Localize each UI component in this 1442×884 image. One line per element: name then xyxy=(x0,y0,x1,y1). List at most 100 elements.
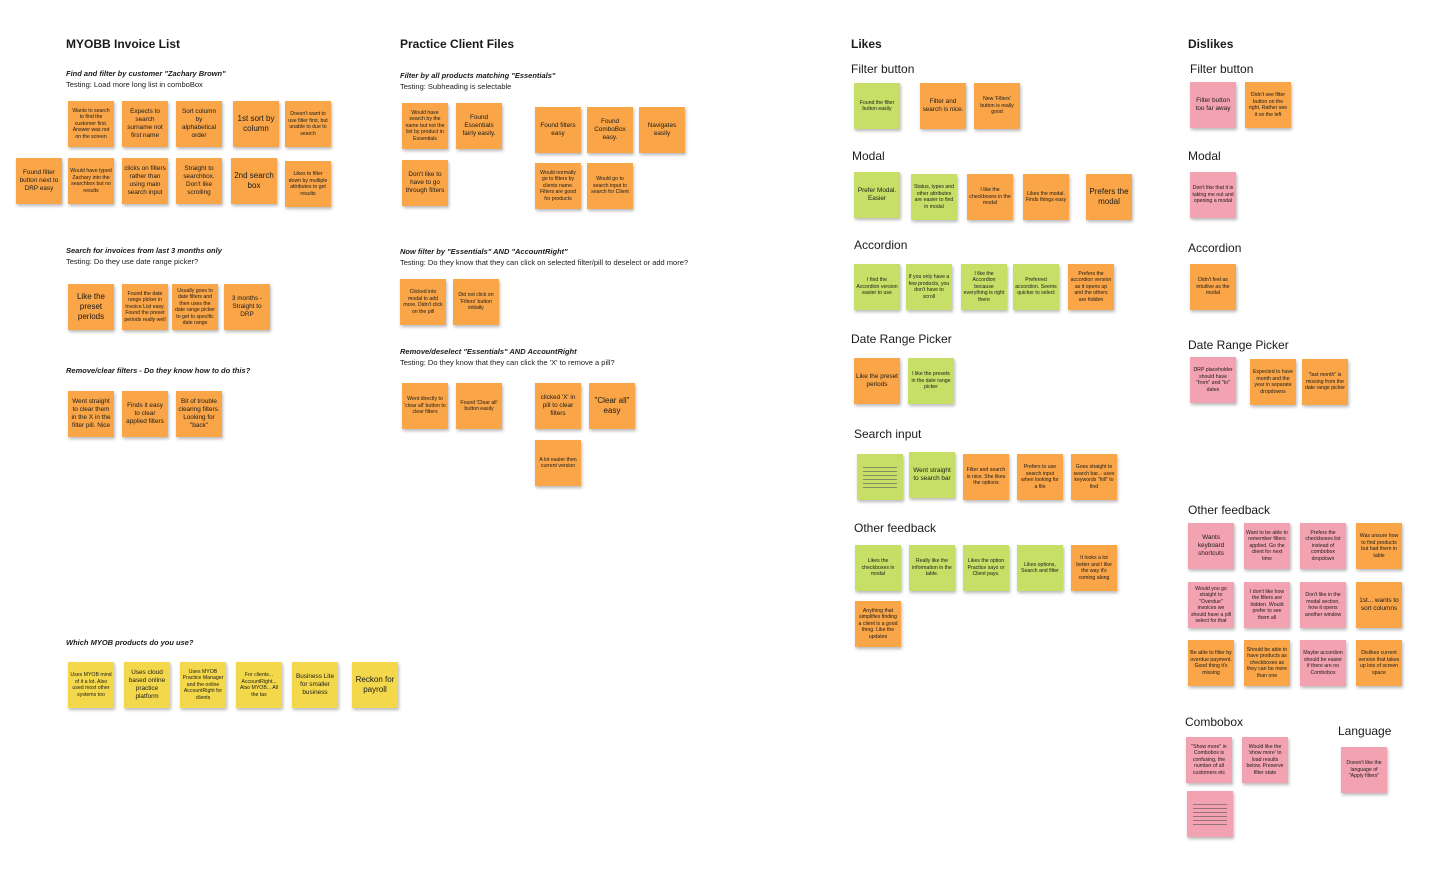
sticky-note: 2nd search box xyxy=(231,158,277,204)
task-title: Filter by all products matching "Essenti… xyxy=(400,71,556,80)
sticky-note: Usually goes to date filters and then us… xyxy=(172,284,218,330)
task-subtitle: Testing: Do they know that they can clic… xyxy=(400,258,689,267)
sticky-note: Found the filter button easily xyxy=(854,83,900,129)
sticky-note: Don't like in the modal section, how it … xyxy=(1300,582,1346,628)
sticky-note: Prefers to use search input when looking… xyxy=(1017,454,1063,500)
sticky-note: Expects to search surname not first name xyxy=(122,101,168,147)
sticky-note: Was unsure how to find products but had … xyxy=(1356,523,1402,569)
task-subtitle: Testing: Load more long list in comboBox xyxy=(66,80,203,89)
sticky-note: Prefer Modal. Easier xyxy=(854,172,900,218)
sticky-note: Don't like that it is taking me out and … xyxy=(1190,172,1236,218)
sticky-note: Goes straight to search bar... uses keyw… xyxy=(1071,454,1117,500)
sticky-note: 1st... wants to sort columns xyxy=(1356,582,1402,628)
sticky-note: Maybe accordion should be easier if ther… xyxy=(1300,640,1346,686)
category-title: Search input xyxy=(854,427,922,441)
sticky-note: Should be able to have products as check… xyxy=(1244,640,1290,686)
sticky-note: Found filter button next to DRP easy xyxy=(16,158,62,204)
task-title: Now filter by "Essentials" AND "AccountR… xyxy=(400,247,568,256)
section-title-invoice-list: MYOBB Invoice List xyxy=(66,37,181,51)
category-title: Modal xyxy=(1188,149,1221,163)
sticky-note: Business Lite for smaller business xyxy=(292,662,338,708)
sticky-note: Wants to search to find the customer fir… xyxy=(68,101,114,147)
sticky-note: clicks on filters rather than using main… xyxy=(122,158,168,204)
sticky-note: Doesn't like the language of "Apply filt… xyxy=(1341,747,1387,793)
sticky-note: Filter and search is nice. She likes the… xyxy=(963,454,1009,500)
sticky-note: Found ComboBox easy. xyxy=(587,107,633,153)
task-title: Which MYOB products do you use? xyxy=(66,638,194,647)
sticky-note: Uses MYOB Practice Manager and the onlin… xyxy=(180,662,226,708)
sticky-note: I find the Accordion version easier to u… xyxy=(854,264,900,310)
sticky-note: Status, types and other attributes are e… xyxy=(911,174,957,220)
sticky-note: Uses MYOB mind of it a lot. Also used mo… xyxy=(68,662,114,708)
sticky-note: "last month" is missing from the date ra… xyxy=(1302,359,1348,405)
sticky-note: Went directly to 'clear all' button to c… xyxy=(402,383,448,429)
sticky-note: Would have typed Zachary into the search… xyxy=(68,158,114,204)
sticky-note xyxy=(1187,791,1233,837)
sticky-note: 1st sort by column xyxy=(233,101,279,147)
category-title: Other feedback xyxy=(1188,503,1271,517)
sticky-note: Would normally go to filters by clients … xyxy=(535,163,581,209)
sticky-note: I like the checkboxes in the modal xyxy=(967,174,1013,220)
task-title: Find and filter by customer "Zachary Bro… xyxy=(66,69,226,78)
sticky-note: I like the presets in the date range pic… xyxy=(908,358,954,404)
category-title: Date Range Picker xyxy=(1188,338,1289,352)
sticky-note: Didn't see filter button on the right. R… xyxy=(1245,82,1291,128)
sticky-note: Found filters easy xyxy=(535,107,581,153)
sticky-note: Want to be able to remember filters appl… xyxy=(1244,523,1290,569)
sticky-note: Went straight to search bar xyxy=(909,452,955,498)
task-title: Search for invoices from last 3 months o… xyxy=(66,246,222,255)
sticky-note: Found Essentials fairly easily. xyxy=(456,103,502,149)
category-title: Filter button xyxy=(1190,62,1254,76)
sticky-note: Uses cloud based online practice platfor… xyxy=(124,662,170,708)
sticky-note: Be able to filter by overdue payment. Go… xyxy=(1188,640,1234,686)
sticky-note xyxy=(857,454,903,500)
sticky-note: Wants keyboard shortcuts xyxy=(1188,523,1234,569)
category-title: Filter button xyxy=(851,62,915,76)
sticky-note: Expected to have month and the year in s… xyxy=(1250,359,1296,405)
sticky-note: "Show more" in Combobox is confusing, th… xyxy=(1186,737,1232,783)
category-title: Combobox xyxy=(1185,715,1244,729)
task-subtitle: Testing: Do they use date range picker? xyxy=(66,257,199,266)
sticky-note: "Clear all" easy xyxy=(589,383,635,429)
sticky-note: Prefers the modal xyxy=(1086,174,1132,220)
category-title: Accordion xyxy=(1188,241,1242,255)
sticky-note: Doesn't want to use filter first, but un… xyxy=(285,101,331,147)
section-title-likes: Likes xyxy=(851,37,882,51)
sticky-note: Really like the information in the table… xyxy=(909,545,955,591)
sticky-note: Likes the option Practice says or Client… xyxy=(963,545,1009,591)
sticky-note: clicked 'X' in pill to clear filters xyxy=(535,383,581,429)
sticky-note: Would go to search input to search for C… xyxy=(587,163,633,209)
sticky-note: Clicked into modal to add more. Didn't c… xyxy=(400,279,446,325)
task-title: Remove/deselect "Essentials" AND Account… xyxy=(400,347,577,356)
sticky-note: Bit of trouble clearing filters. Looking… xyxy=(176,391,222,437)
sticky-note: Dislikes current version that takes up l… xyxy=(1356,640,1402,686)
sticky-note: Like the preset periods xyxy=(68,284,114,330)
sticky-note: I don't like how the filters are hidden.… xyxy=(1244,582,1290,628)
sticky-note: New 'Filters' button is really good xyxy=(974,83,1020,129)
sticky-note: Found 'Clear all' button easily xyxy=(456,383,502,429)
sticky-note: Likes options, Search and filter xyxy=(1017,545,1063,591)
sticky-note: Filter and search is nice. xyxy=(920,83,966,129)
sticky-note: Went straight to clear them in the X in … xyxy=(68,391,114,437)
sticky-note: Did not click on 'Filters' button initia… xyxy=(453,279,499,325)
sticky-note: Likes the modal. Finds things easy xyxy=(1023,174,1069,220)
sticky-note: Didn't feel as intuitive as the modal xyxy=(1190,264,1236,310)
sticky-note: Likes to filter down by multiple attribu… xyxy=(285,161,331,207)
sticky-note: Likes the checkboxes in modal xyxy=(855,545,901,591)
sticky-note: Would you go straight to "Overdue" invoi… xyxy=(1188,582,1234,628)
task-title: Remove/clear filters - Do they know how … xyxy=(66,366,251,375)
sticky-note: A lot easier then current version xyxy=(535,440,581,486)
sticky-note: Filter button too far away xyxy=(1190,82,1236,128)
sticky-note: DRP placeholder should have "from" and "… xyxy=(1190,357,1236,403)
task-subtitle: Testing: Do they know that they can clic… xyxy=(400,358,615,367)
section-title-client-files: Practice Client Files xyxy=(400,37,515,51)
sticky-note: I like the Accordion because everything … xyxy=(961,264,1007,310)
sticky-note: Prefers the accordion version as it open… xyxy=(1068,264,1114,310)
sticky-note: Would have search by the name but not th… xyxy=(402,103,448,149)
sticky-note: 3 months - Straight to DRP xyxy=(224,284,270,330)
sticky-note: Sort column by alphabetical order xyxy=(176,101,222,147)
sticky-note: Navigates easily xyxy=(639,107,685,153)
category-title: Accordion xyxy=(854,238,908,252)
category-title: Date Range Picker xyxy=(851,332,952,346)
sticky-note: Straight to searchbox. Don't like scroll… xyxy=(176,158,222,204)
